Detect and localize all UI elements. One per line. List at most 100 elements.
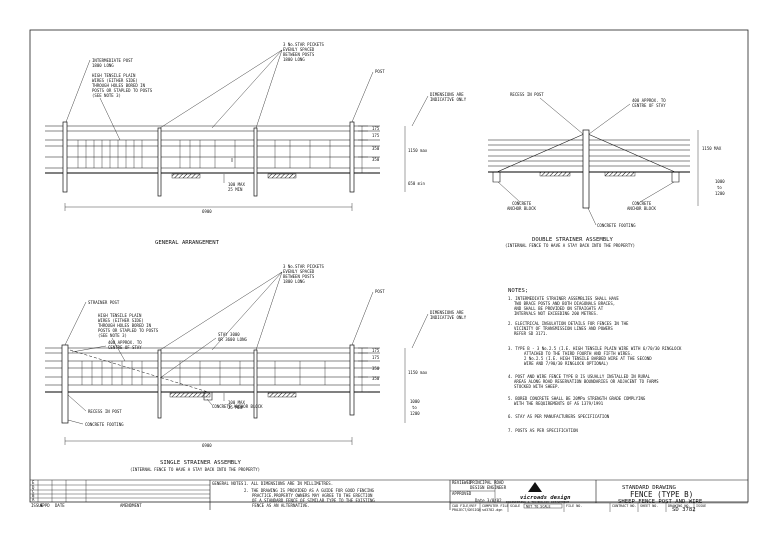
note-line: WITH THE REQUIREMENTS OF AS 1379/1991 <box>514 401 604 406</box>
scale-value: NOT TO SCALE <box>526 505 551 509</box>
label-pickets: 3 No.STAR PICKETS <box>283 42 325 47</box>
intermediate-post <box>62 121 68 193</box>
note-line: STOCKED WITH SHEEP. <box>514 384 560 389</box>
logo-text: vicroads design <box>520 495 571 501</box>
label-anchor: ANCHOR BLOCK <box>627 206 656 211</box>
single-strainer-assembly: 175 175 350 350 1150 max 1000 to 1200 10… <box>45 264 467 472</box>
ground-hatch <box>171 173 201 179</box>
cadd-value: PROJECT/DESIGN <box>452 508 481 512</box>
post <box>349 344 355 416</box>
label-dims-indicative: DIMENSIONS ARE <box>430 92 464 97</box>
title-block: E D C B A ISSUE APPD DATE AMENDMENT GENE… <box>30 479 748 513</box>
label-wires: WIRES (EITHER SIDE) <box>92 78 138 83</box>
wire-dim: 175 <box>372 133 380 138</box>
general-note-line: 2. THE DRAWING IS PROVIDED AS A GUIDE FO… <box>244 488 375 493</box>
notes-section: NOTES; 1. INTERMEDIATE STRAINER ASSEMBLI… <box>508 288 682 433</box>
label-post: POST <box>375 69 385 74</box>
general-notes-label: GENERAL NOTES <box>212 481 244 486</box>
label-recess: RECESS IN POST <box>510 92 544 97</box>
ground-hatch <box>267 173 297 179</box>
label-stay-centre: CENTRE OF STAY <box>108 345 142 350</box>
ground-hatch <box>604 171 636 177</box>
sheet-border <box>29 29 749 503</box>
label-anchor: CONCRETE <box>512 201 532 206</box>
height-dim: 1150 MAX <box>702 146 722 151</box>
label-recess: RECESS IN POST <box>88 409 122 414</box>
label-pickets: 1800 LONG <box>283 57 305 62</box>
label-intermediate-post: 1800 LONG <box>92 63 114 68</box>
contract-label: CONTRACT NO. <box>612 504 637 508</box>
picket <box>253 349 258 419</box>
ringlock-mesh <box>81 361 326 385</box>
label-strainer-post: STRAINER POST <box>88 300 120 305</box>
label-wires: THROUGH HOLES BORED IN <box>92 83 146 88</box>
drawing-title: FENCE (TYPE B) <box>630 490 693 499</box>
note-line: TWO BRACE POSTS AND BOTH DIAGONALS BRACE… <box>514 301 615 306</box>
approved-label: APPROVED <box>452 491 472 496</box>
scale-label: SCALE <box>510 504 520 508</box>
approved-date: Date 3/8/02 <box>475 498 502 503</box>
ground-dim: 100 MAX <box>228 400 245 405</box>
label-anchor: CONCRETE <box>632 201 652 206</box>
label-wires: WIRES (EITHER SIDE) <box>98 318 144 323</box>
label-intermediate-post: INTERMEDIATE POST <box>92 58 134 63</box>
ground-hatch <box>267 392 297 398</box>
wire-dim: 175 <box>372 355 380 360</box>
general-note-line: 1. ALL DIMENSIONS ARE IN MILLIMETRES. <box>244 481 333 486</box>
label-wires: (SEE NOTE 3) <box>98 333 127 338</box>
note-line: ATTACHED TO THE THIRD FOURTH AND FIFTH W… <box>524 351 632 356</box>
rev-header: DATE <box>55 503 65 508</box>
rev-letter: E <box>32 480 35 485</box>
note-line: 1. INTERMEDIATE STRAINER ASSEMBLIES SHAL… <box>508 296 619 301</box>
label-pickets: 1800 LONG <box>283 279 305 284</box>
label-wires: (SEE NOTE 3) <box>92 93 121 98</box>
label-stay-length: STAY 3000 <box>218 332 240 337</box>
label-pickets: BETWEEN POSTS <box>283 274 315 279</box>
length-dim: 6900 <box>202 443 212 448</box>
label-wires: POSTS OR STAPLED TO POSTS <box>98 328 159 333</box>
note-line: AREAS ALONG ROAD RESERVATION BOUNDARIES … <box>514 379 659 384</box>
label-pickets: 3 No.STAR PICKETS <box>283 264 325 269</box>
general-arrangement: 175 175 350 350 1150 max 650 min 100 MAX… <box>45 42 467 246</box>
note-line: WIRE AND 7/90/30 RINGLOCK OPTIONAL) <box>524 361 608 366</box>
label-wires: HIGH TENSILE PLAIN <box>92 73 136 78</box>
picket <box>157 127 162 197</box>
depth-dim: 1200 <box>715 191 725 196</box>
file-no-label: FILE NO. <box>566 504 582 508</box>
label-stay: CENTRE OF STAY <box>632 103 666 108</box>
subtitle-single-strainer: (INTERNAL FENCE TO HAVE A STAY BACK INTO… <box>130 467 260 472</box>
ground-dim: 25 MIN <box>228 405 243 410</box>
general-note-line: FENCE AS AN ALTERNATIVE. <box>252 503 310 508</box>
title-single-strainer: SINGLE STRAINER ASSEMBLY <box>160 460 241 466</box>
double-strainer-assembly: 1150 MAX 1000 to 1200 RECESS IN POST 400… <box>488 92 725 248</box>
note-line: 2 No.2.5 (I.E. HIGH TENSILE BARBED WIRE … <box>524 356 652 361</box>
label-footing: CONCRETE FOOTING <box>85 422 124 427</box>
label-dims-indicative: INDICATIVE ONLY <box>430 315 467 320</box>
wire-dim: 350 <box>372 366 380 371</box>
wire-lines <box>45 125 380 174</box>
wire-dim: 350 <box>372 376 380 381</box>
label-anchor: CONCRETE ANCHOR BLOCK <box>212 404 263 409</box>
note-line: REFER SD 3171. <box>514 331 548 336</box>
height-dim: 1150 max <box>408 370 428 375</box>
rev-letter: D <box>32 485 35 490</box>
note-line: AND SHALL BE PROVIDED ON STRAIGHTS AT <box>514 306 604 311</box>
label-wires: POSTS OR STAPLED TO POSTS <box>92 88 153 93</box>
label-stay-centre: 400 APPROX. TO <box>108 340 142 345</box>
label-dims-indicative: DIMENSIONS ARE <box>430 310 464 315</box>
depth-dim: 650 min <box>408 181 425 186</box>
note-line: 3. TYPE B - 3 No.2.5 (I.E. HIGH TENSILE … <box>508 346 682 351</box>
note-line: 2. ELECTRICAL INSULATION DETAILS FOR FEN… <box>508 321 629 326</box>
label-stay-length: OR 3600 LONG <box>218 337 247 342</box>
rev-letter: C <box>32 489 35 494</box>
sheet-label: SHEET NO. <box>640 504 658 508</box>
label-pickets: BETWEEN POSTS <box>283 52 315 57</box>
wire-dim: 350 <box>372 157 380 162</box>
ground-hatch <box>539 171 571 177</box>
vicroads-logo: vicroads design ENGINEERING & TECHNOLOGY… <box>506 482 571 504</box>
depth-dim: to <box>717 185 722 190</box>
wire-dim: 350 <box>372 146 380 151</box>
computer-value: sd3782.dgn <box>482 508 502 512</box>
reviewed-by: PRINCIPAL ROAD <box>470 480 504 485</box>
